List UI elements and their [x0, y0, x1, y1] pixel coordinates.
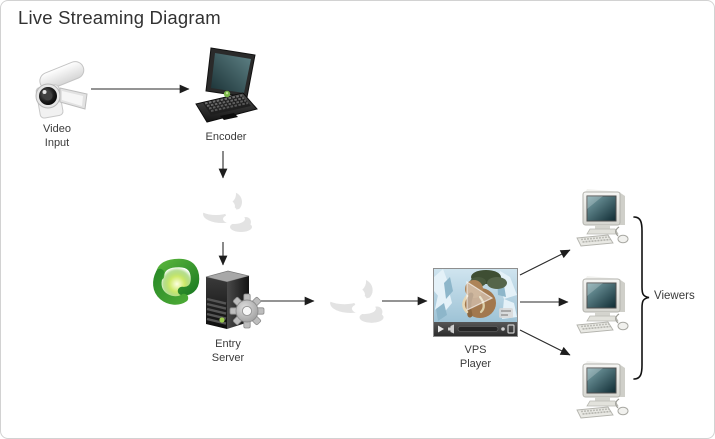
viewer-computer-3 [575, 359, 635, 421]
viewer-computer-1 [575, 187, 635, 249]
entry-server-label: Entry Server [211, 338, 245, 364]
desktop-computer-icon [576, 276, 629, 334]
vps-player-node [433, 268, 518, 337]
cloud-upload-node [191, 183, 257, 241]
green-swirl-logo [153, 258, 200, 305]
video-input-node [31, 61, 89, 121]
desktop-computer-icon [576, 189, 629, 247]
laptop-icon [195, 47, 258, 123]
viewers-brace [633, 216, 650, 380]
camcorder-icon [35, 61, 88, 119]
vps-player-label: VPS Player [459, 344, 492, 370]
arrow-player-to-viewer-3 [519, 329, 571, 356]
entry-server-logo [151, 257, 203, 309]
cloud-icon [319, 270, 384, 323]
encoder-node [194, 47, 262, 127]
entry-server-node [194, 267, 270, 337]
desktop-computer-icon [576, 361, 629, 419]
player-control-bar [434, 322, 517, 336]
cloud-icon [193, 184, 252, 232]
viewers-label: Viewers [654, 290, 695, 302]
viewer-computer-2 [575, 274, 635, 336]
volume-icon [448, 324, 454, 334]
video-input-label: Video Input [43, 123, 71, 149]
player-right-icons [501, 324, 515, 334]
video-player-thumbnail [434, 269, 517, 336]
encoder-label: Encoder [205, 131, 247, 143]
play-icon [438, 325, 444, 333]
arrow-player-to-viewer-1 [519, 249, 571, 276]
gear-glyph [229, 293, 265, 329]
page-title: Live Streaming Diagram [18, 7, 221, 28]
cloud-delivery-node [317, 269, 389, 333]
server-gear-icon [205, 270, 265, 329]
progress-bar [457, 326, 499, 332]
